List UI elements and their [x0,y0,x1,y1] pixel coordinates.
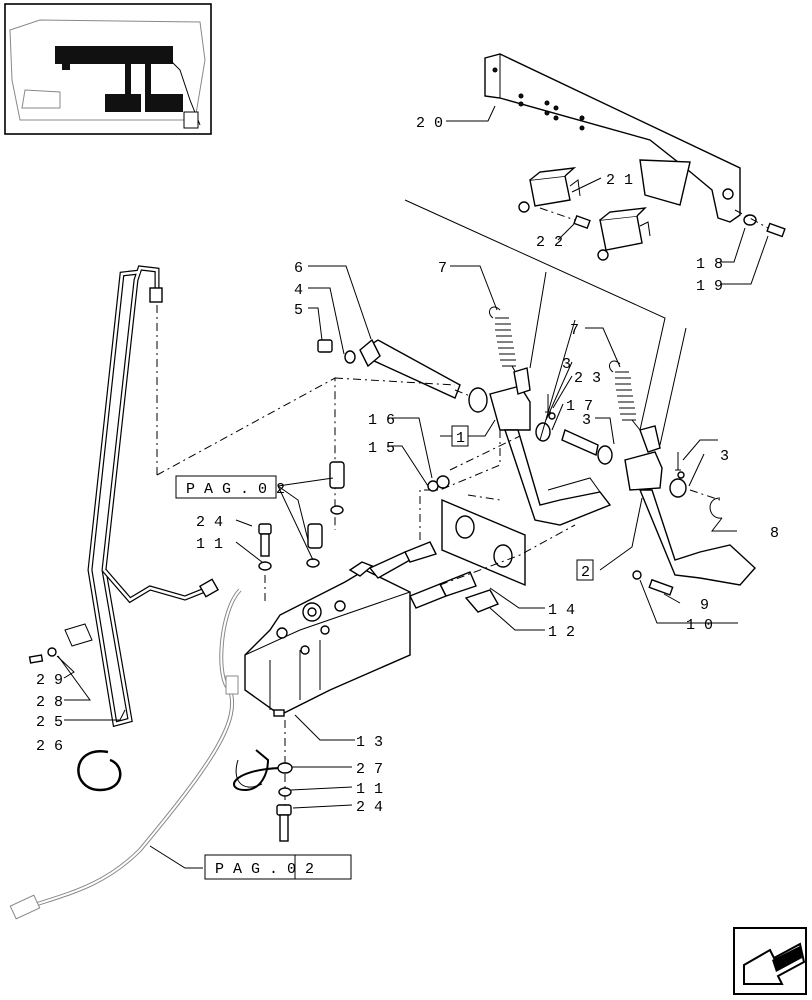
callout-26: 2 6 [36,738,63,755]
callout-16: 1 6 [368,412,395,429]
flexible-hose [9,588,242,920]
master-cylinder [244,541,477,717]
bushings-and-pin [535,394,685,479]
retaining-clip-8 [689,489,723,519]
callout-15: 1 5 [368,440,395,457]
callout-6: 6 [294,260,303,277]
callout-21: 2 1 [606,172,633,189]
callout-19: 1 9 [696,278,723,295]
callout-14: 1 4 [548,602,575,619]
callout-5: 5 [294,302,303,319]
pedal-1 [468,367,612,526]
callout-2: 2 [581,564,590,581]
page-reference-top[interactable]: P A G . 0 2 [175,475,285,499]
callout-4: 4 [294,282,303,299]
callout-22: 2 2 [536,234,563,251]
callout-10: 1 0 [686,617,713,634]
lower-banjo-fitting [233,749,293,842]
callout-24-upper: 2 4 [196,514,223,531]
screw-and-washer-28-29 [28,647,57,664]
page-reference-bottom-label: P A G . 0 2 [215,861,314,878]
hose-fittings [306,461,345,568]
pedal-support-bracket [484,53,741,223]
washer-and-bolt-18-19 [734,209,786,238]
spacer-plate [441,498,526,587]
callout-12: 1 2 [548,624,575,641]
callout-9: 9 [700,597,709,614]
callout-20: 2 0 [416,115,443,132]
callout-3-b: 3 [582,412,591,429]
callout-27: 2 7 [356,761,383,778]
stop-light-switches [518,167,651,261]
callout-2-box [576,559,594,581]
dashed-assembly-lines [156,300,576,815]
callout-11-lower: 1 1 [356,781,383,798]
callout-1-box [451,425,469,447]
next-page-arrow-icon[interactable] [733,927,807,995]
hose-clamp [77,750,122,792]
pedal-pivot-shaft [317,338,476,399]
pedal-2 [624,425,756,586]
leader-lines [56,105,769,869]
callout-18: 1 8 [696,256,723,273]
callout-3-c: 3 [720,448,729,465]
upper-bolt-and-washer [258,523,272,571]
clevis-12 [464,589,500,613]
callout-28: 2 8 [36,694,63,711]
page-reference-bottom[interactable]: P A G . 0 2 [204,854,352,880]
callout-1: 1 [456,430,465,447]
callout-17: 1 7 [566,398,593,415]
washers-15-16 [427,475,450,492]
callout-29: 2 9 [36,672,63,689]
callout-8: 8 [770,525,779,542]
location-inset [4,3,212,135]
callout-13: 1 3 [356,734,383,751]
callout-24-lower: 2 4 [356,799,383,816]
callout-25: 2 5 [36,714,63,731]
pin-and-washer-9-10 [632,570,674,596]
callout-labels: 2 0 2 1 2 2 1 8 1 9 6 4 5 7 7 3 2 3 1 7 … [36,115,779,816]
hydraulic-pipe [64,265,220,728]
callout-7-right: 7 [570,322,579,339]
callout-3-a: 3 [562,356,571,373]
page-reference-top-label: P A G . 0 2 [186,481,285,498]
callout-7-left: 7 [438,260,447,277]
bolt-22 [539,207,591,230]
callout-23: 2 3 [574,370,601,387]
assembly-guide-lines [404,199,687,446]
callout-11-upper: 1 1 [196,536,223,553]
